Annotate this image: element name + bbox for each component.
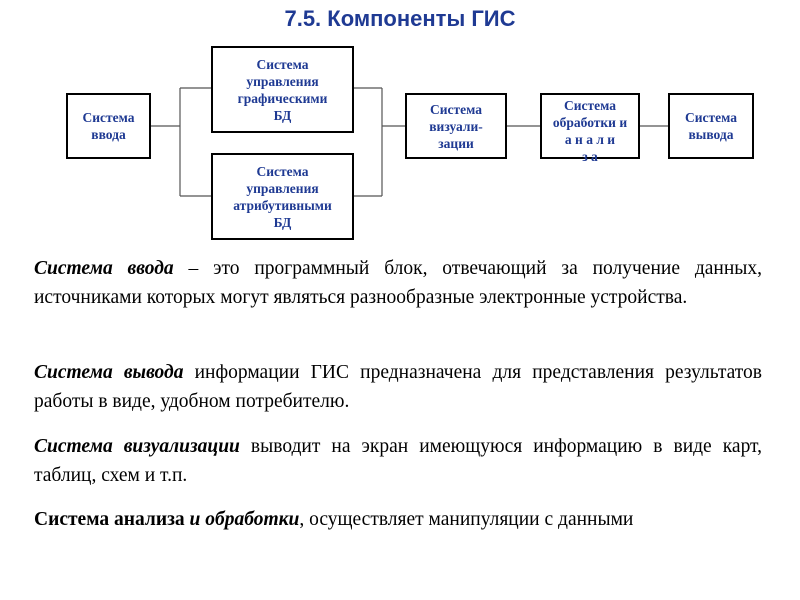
graphics-db-system-box: Система управления графическими БД: [211, 46, 354, 133]
term-analysis: анализа: [113, 509, 185, 530]
box-label-line: Система: [685, 110, 737, 125]
box-label-line: атрибутивными: [233, 197, 332, 213]
paragraph-output-system: Система вывода информации ГИС предназнач…: [34, 358, 762, 416]
term-connector: и: [189, 509, 201, 530]
page-title: 7.5. Компоненты ГИС: [284, 6, 516, 31]
term-output-system: Система вывода: [34, 362, 184, 383]
box-label-line: Система: [564, 98, 616, 113]
term-visualization-system: Система визуализации: [34, 436, 240, 457]
paragraph-text: , осуществляет манипуляции с данными: [299, 509, 634, 530]
box-label-line: з а: [582, 149, 598, 164]
paragraph-text: выводит на экран имеющуюся информацию в …: [34, 436, 762, 486]
term-input-system: Система ввода: [34, 258, 174, 279]
box-label-line: визуали-: [429, 118, 483, 134]
paragraph-visualization-system: Система визуализации выводит на экран им…: [34, 432, 762, 490]
attribute-db-system-box: Система управления атрибутивными БД: [211, 153, 354, 240]
box-label-line: управления: [246, 73, 319, 89]
term-processing: обработки: [205, 509, 300, 530]
box-label-line: обработки и: [552, 115, 628, 130]
box-label-line: БД: [273, 214, 292, 230]
box-label-line: БД: [273, 107, 292, 123]
box-label-line: Система: [430, 101, 482, 117]
box-label-line: вывода: [688, 127, 734, 142]
diagram-connectors: [151, 87, 668, 197]
box-label-line: зации: [438, 135, 474, 151]
visualization-system-box: Система визуали- зации: [405, 93, 507, 159]
input-system-box: Система ввода: [66, 93, 151, 159]
box-label-line: а н а л и: [564, 132, 616, 147]
output-system-box: Система вывода: [668, 93, 754, 159]
processing-system-box: Система обработки и а н а л и з а: [540, 93, 640, 164]
box-label-line: управления: [246, 180, 319, 196]
box-label-line: Система: [82, 110, 135, 125]
paragraph-analysis-system: Система анализа и обработки, осуществляе…: [34, 505, 762, 534]
box-label-line: Система: [256, 163, 309, 179]
box-label-line: графическими: [237, 90, 328, 106]
term-system: Система: [34, 509, 110, 530]
box-label-line: Система: [256, 56, 309, 72]
paragraph-input-system: Система ввода – это программный блок, от…: [34, 254, 762, 312]
paragraph-text: информации ГИС предназначена для предста…: [34, 362, 762, 412]
paragraph-text: – это программный блок, отвечающий за по…: [34, 258, 763, 308]
box-label-line: ввода: [91, 127, 126, 142]
